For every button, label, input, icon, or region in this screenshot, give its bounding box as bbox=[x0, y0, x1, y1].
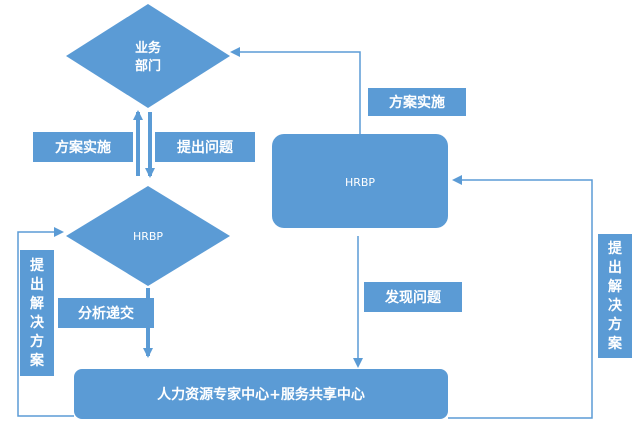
arrow-hrbp-to-business bbox=[230, 47, 361, 134]
arrow-center-to-hrbp-right bbox=[448, 175, 593, 419]
svg-text:方案实施: 方案实施 bbox=[55, 139, 111, 156]
expert-service-center-box: 人力资源专家中心+服务共享中心 bbox=[74, 369, 448, 419]
propose-solution-right-char: 提 bbox=[608, 241, 623, 257]
label-analyze-submit: 分析递交 bbox=[58, 298, 154, 328]
label-plan-implement-right: 方案实施 bbox=[368, 88, 466, 116]
propose-solution-left-char: 出 bbox=[30, 276, 44, 293]
business-dept-label-line2: 部门 bbox=[135, 58, 161, 74]
svg-text:发现问题: 发现问题 bbox=[384, 289, 442, 306]
business-dept-label-line1: 业务 bbox=[135, 40, 162, 56]
hrbp-diamond-label: HRBP bbox=[133, 230, 163, 243]
propose-solution-left-char: 案 bbox=[29, 352, 45, 369]
hrbp-box: HRBP bbox=[272, 134, 448, 228]
propose-solution-right-char: 解 bbox=[608, 278, 622, 295]
label-discover-issue: 发现问题 bbox=[364, 282, 462, 312]
propose-solution-right-char: 出 bbox=[608, 259, 622, 276]
propose-solution-left-char: 决 bbox=[30, 314, 45, 331]
propose-solution-right-char: 方 bbox=[608, 316, 622, 333]
svg-text:方案实施: 方案实施 bbox=[389, 94, 445, 111]
label-plan-implement-left: 方案实施 bbox=[33, 132, 133, 162]
propose-solution-left-char: 解 bbox=[30, 295, 44, 312]
svg-text:分析递交: 分析递交 bbox=[78, 305, 134, 322]
arrow-center-to-hrbp-left bbox=[17, 227, 74, 417]
propose-solution-left-char: 提 bbox=[30, 258, 45, 274]
propose-solution-right-char: 案 bbox=[607, 335, 623, 352]
propose-solution-left-char: 方 bbox=[30, 333, 44, 350]
hrbp-diamond: HRBP bbox=[66, 186, 230, 286]
propose-solution-right-char: 决 bbox=[608, 297, 623, 314]
label-raise-issue: 提出问题 bbox=[155, 132, 255, 162]
hrbp-box-label: HRBP bbox=[345, 176, 375, 189]
svg-text:提出问题: 提出问题 bbox=[177, 139, 234, 156]
expert-service-center-label: 人力资源专家中心+服务共享中心 bbox=[157, 386, 365, 403]
business-dept-diamond: 业务 部门 bbox=[66, 4, 230, 108]
